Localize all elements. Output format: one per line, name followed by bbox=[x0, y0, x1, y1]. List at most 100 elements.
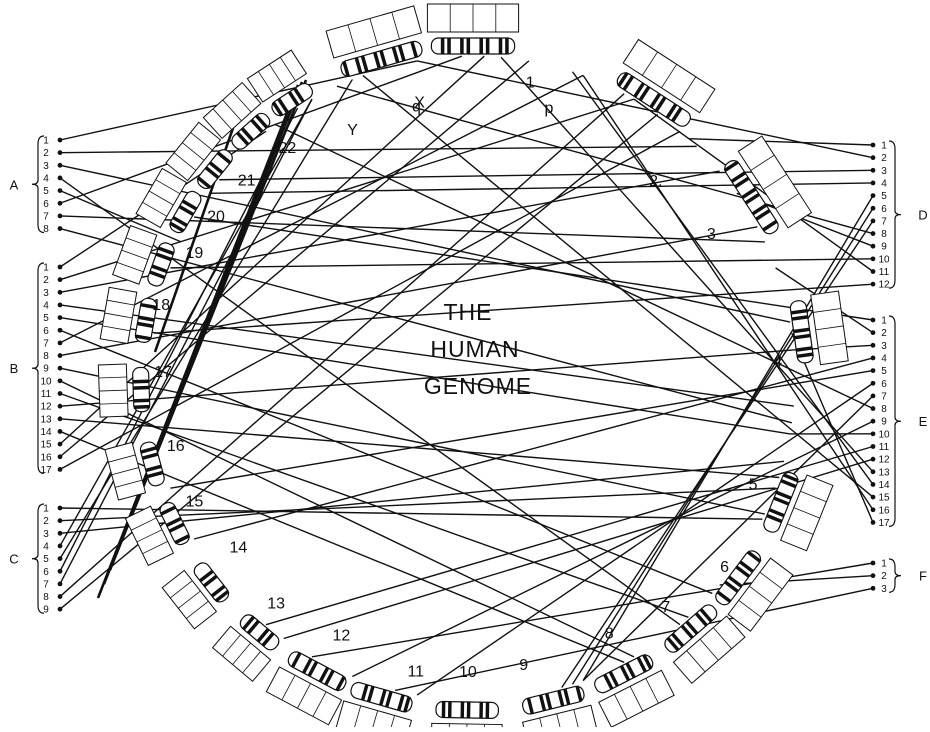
marker-dot bbox=[871, 507, 876, 512]
marker-group-label: F bbox=[919, 569, 927, 584]
marker-row-label: 13 bbox=[40, 414, 52, 425]
chromosome-X: X bbox=[326, 6, 427, 111]
marker-row-label: 3 bbox=[43, 161, 49, 172]
chromosome-label: 11 bbox=[407, 664, 424, 681]
marker-dot bbox=[58, 163, 63, 168]
marker-row-label: 7 bbox=[881, 216, 887, 227]
chromosome-label: 2. bbox=[649, 173, 662, 190]
link-line bbox=[60, 368, 765, 514]
marker-row-label: 6 bbox=[881, 379, 887, 390]
marker-row-label: 4 bbox=[43, 300, 49, 311]
marker-row-label: 10 bbox=[878, 429, 890, 440]
marker-dot bbox=[871, 193, 876, 198]
chromosome-label: Y bbox=[347, 122, 358, 139]
chromosome-label: 22 bbox=[278, 140, 296, 157]
marker-dot bbox=[58, 341, 63, 346]
marker-row-label: 5 bbox=[881, 191, 887, 202]
marker-dot bbox=[871, 381, 876, 386]
marker-row-label: 15 bbox=[878, 493, 890, 504]
chromosome-label: 20 bbox=[207, 209, 225, 226]
chromosome-label: 12 bbox=[332, 628, 350, 645]
marker-row-label: 8 bbox=[43, 224, 49, 235]
marker-row-label: 11 bbox=[879, 442, 890, 453]
marker-dot bbox=[58, 201, 63, 206]
marker-row-label: 1 bbox=[881, 141, 887, 152]
chromosome-10: 10 bbox=[431, 664, 502, 727]
marker-row-label: 4 bbox=[43, 541, 49, 552]
marker-row-label: 3 bbox=[881, 166, 887, 177]
title-line-1: THE bbox=[444, 299, 493, 325]
marker-dot bbox=[871, 520, 876, 525]
marker-dot bbox=[58, 454, 63, 459]
marker-row-label: 8 bbox=[881, 404, 887, 415]
marker-dot bbox=[871, 394, 876, 399]
marker-dot bbox=[58, 366, 63, 371]
marker-row-label: 3 bbox=[43, 288, 49, 299]
marker-row-label: 16 bbox=[40, 452, 52, 463]
marker-row-label: 12 bbox=[878, 455, 890, 466]
marker-dot bbox=[58, 290, 63, 295]
marker-dot bbox=[58, 303, 63, 308]
marker-dot bbox=[871, 561, 876, 566]
marker-dot bbox=[58, 467, 63, 472]
marker-row-label: 7 bbox=[881, 391, 887, 402]
marker-row-label: 14 bbox=[40, 427, 52, 438]
marker-group-label: E bbox=[919, 414, 928, 429]
marker-row-label: 8 bbox=[43, 351, 49, 362]
marker-dot bbox=[58, 138, 63, 143]
marker-row-label: 17 bbox=[878, 518, 890, 529]
marker-row-label: 1 bbox=[881, 316, 887, 327]
marker-row-label: 9 bbox=[43, 364, 49, 375]
chromosome-label: 6 bbox=[720, 559, 729, 576]
marker-row-label: 1 bbox=[43, 504, 49, 515]
marker-row-label: 3 bbox=[881, 341, 887, 352]
chromosome-label: 21 bbox=[238, 172, 256, 189]
marker-dot bbox=[871, 431, 876, 436]
link-line bbox=[562, 221, 873, 688]
chromosome-16: 16 bbox=[105, 437, 185, 500]
link-line bbox=[154, 284, 873, 333]
marker-row-label: 15 bbox=[40, 440, 52, 451]
marker-dot bbox=[58, 391, 63, 396]
marker-dot bbox=[871, 256, 876, 261]
marker-dot bbox=[871, 444, 876, 449]
marker-dot bbox=[58, 442, 63, 447]
chromosome-label: 10 bbox=[459, 664, 477, 681]
marker-row-label: 1 bbox=[43, 263, 49, 274]
chromosome-label: 14 bbox=[229, 540, 247, 557]
marker-dot bbox=[871, 143, 876, 148]
marker-row-label: 7 bbox=[43, 211, 49, 222]
marker-dot bbox=[58, 518, 63, 523]
marker-row-label: 13 bbox=[878, 467, 890, 478]
marker-dot bbox=[871, 181, 876, 186]
marker-row-label: 6 bbox=[43, 326, 49, 337]
marker-dot bbox=[871, 206, 876, 211]
marker-dot bbox=[871, 495, 876, 500]
chromosome-19: 19 bbox=[113, 226, 204, 292]
marker-dot bbox=[58, 226, 63, 231]
marker-dot bbox=[58, 607, 63, 612]
left-marker-panel: A12345678B1234567891011121314151617C1234… bbox=[9, 136, 62, 616]
marker-dot bbox=[871, 419, 876, 424]
marker-row-label: 6 bbox=[43, 199, 49, 210]
marker-group-label: C bbox=[9, 552, 18, 567]
marker-row-label: 6 bbox=[881, 204, 887, 215]
marker-row-label: 11 bbox=[41, 389, 52, 400]
marker-row-label: 10 bbox=[40, 376, 52, 387]
chromosome-14: 14 bbox=[162, 540, 247, 629]
chromosome-label: X bbox=[414, 94, 425, 111]
marker-dot bbox=[871, 330, 876, 335]
marker-dot bbox=[871, 343, 876, 348]
marker-group-label: B bbox=[10, 361, 19, 376]
marker-dot bbox=[58, 429, 63, 434]
marker-dot bbox=[871, 368, 876, 373]
marker-dot bbox=[58, 556, 63, 561]
marker-row-label: 4 bbox=[43, 173, 49, 184]
marker-dot bbox=[58, 404, 63, 409]
right-marker-panel: D123456789101112E12345678910111213141516… bbox=[871, 141, 928, 595]
